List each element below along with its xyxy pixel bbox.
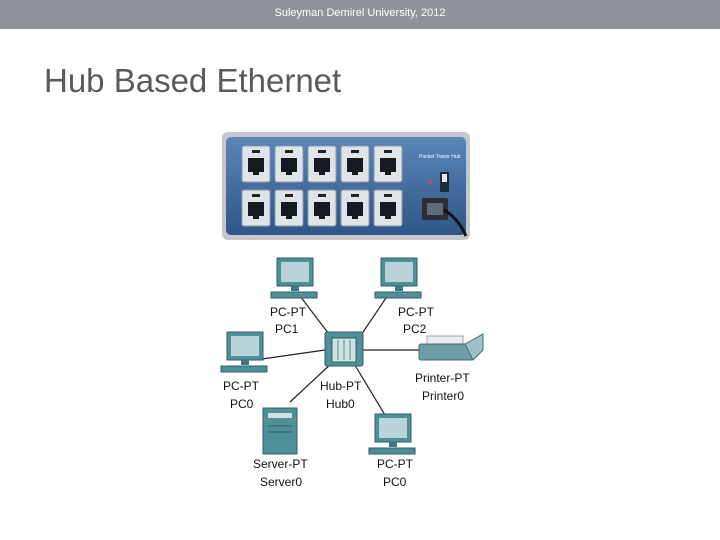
pc-stand — [389, 442, 397, 447]
hub-port — [274, 189, 304, 227]
pc-keyboard — [270, 291, 318, 299]
hub-front-panel-image: Packet Tracer Hub — [222, 132, 470, 240]
hub-brand-label: Packet Tracer Hub — [419, 154, 461, 160]
hub-port-grid — [241, 145, 403, 227]
pc-screen — [231, 336, 259, 356]
hub-port — [241, 189, 271, 227]
server0-type-label: Server-PT — [253, 457, 308, 471]
printer-body — [418, 343, 474, 361]
pc1-name-label: PC1 — [275, 322, 299, 336]
pc-screen — [379, 418, 407, 438]
pc0-left-node[interactable]: PC-PT PC0 — [220, 331, 268, 411]
pc0-left-name-label: PC0 — [230, 397, 254, 411]
link-hub-pc0-bottom — [352, 361, 386, 416]
pc1-type-label: PC-PT — [270, 305, 307, 319]
printer0-type-label: Printer-PT — [415, 371, 470, 385]
topology-diagram: PC-PT PC1 PC-PT PC2 PC-PT PC0 Hub-PT Hub… — [220, 257, 484, 489]
pc-keyboard — [220, 365, 268, 373]
power-cable — [443, 208, 468, 237]
hub-port — [307, 145, 337, 183]
header-bar: Suleyman Demirel University, 2012 — [0, 0, 720, 29]
hub-port — [307, 189, 337, 227]
pc-keyboard — [374, 291, 422, 299]
link-hub-server — [289, 361, 334, 403]
hub-port — [373, 145, 403, 183]
hub-port — [373, 189, 403, 227]
printer0-node[interactable]: Printer-PT Printer0 — [415, 333, 484, 403]
hub-port — [340, 189, 370, 227]
hub-port — [241, 145, 271, 183]
header-text: Suleyman Demirel University, 2012 — [274, 7, 446, 19]
pc2-node[interactable]: PC-PT PC2 — [374, 257, 435, 336]
pc-stand — [395, 286, 403, 291]
printer-paper — [426, 335, 464, 345]
pc2-name-label: PC2 — [403, 322, 427, 336]
server0-node[interactable]: Server-PT Server0 — [253, 407, 308, 489]
pc0-bottom-node[interactable]: PC-PT PC0 — [368, 413, 416, 489]
server-front-panel — [268, 413, 292, 418]
power-switch-rocker — [442, 174, 447, 182]
pc2-type-label: PC-PT — [398, 305, 435, 319]
slide-title: Hub Based Ethernet — [44, 62, 342, 99]
power-led — [428, 180, 432, 184]
hub-port — [274, 145, 304, 183]
hub0-type-label: Hub-PT — [320, 379, 362, 393]
printer0-name-label: Printer0 — [422, 389, 464, 403]
server0-name-label: Server0 — [260, 475, 302, 489]
pc-stand — [291, 286, 299, 291]
pc1-node[interactable]: PC-PT PC1 — [270, 257, 318, 336]
pc-screen — [385, 262, 413, 282]
pc0-bottom-name-label: PC0 — [383, 475, 407, 489]
hub-port — [340, 145, 370, 183]
pc-stand — [241, 360, 249, 365]
pc-screen — [281, 262, 309, 282]
link-hub-pc0-left — [254, 349, 326, 361]
power-socket-inner — [427, 203, 443, 215]
printer-tray — [464, 333, 484, 361]
pc0-bottom-type-label: PC-PT — [377, 457, 414, 471]
hub0-node[interactable]: Hub-PT Hub0 — [320, 331, 364, 411]
pc0-left-type-label: PC-PT — [223, 379, 260, 393]
pc-keyboard — [368, 447, 416, 455]
hub0-name-label: Hub0 — [326, 397, 355, 411]
